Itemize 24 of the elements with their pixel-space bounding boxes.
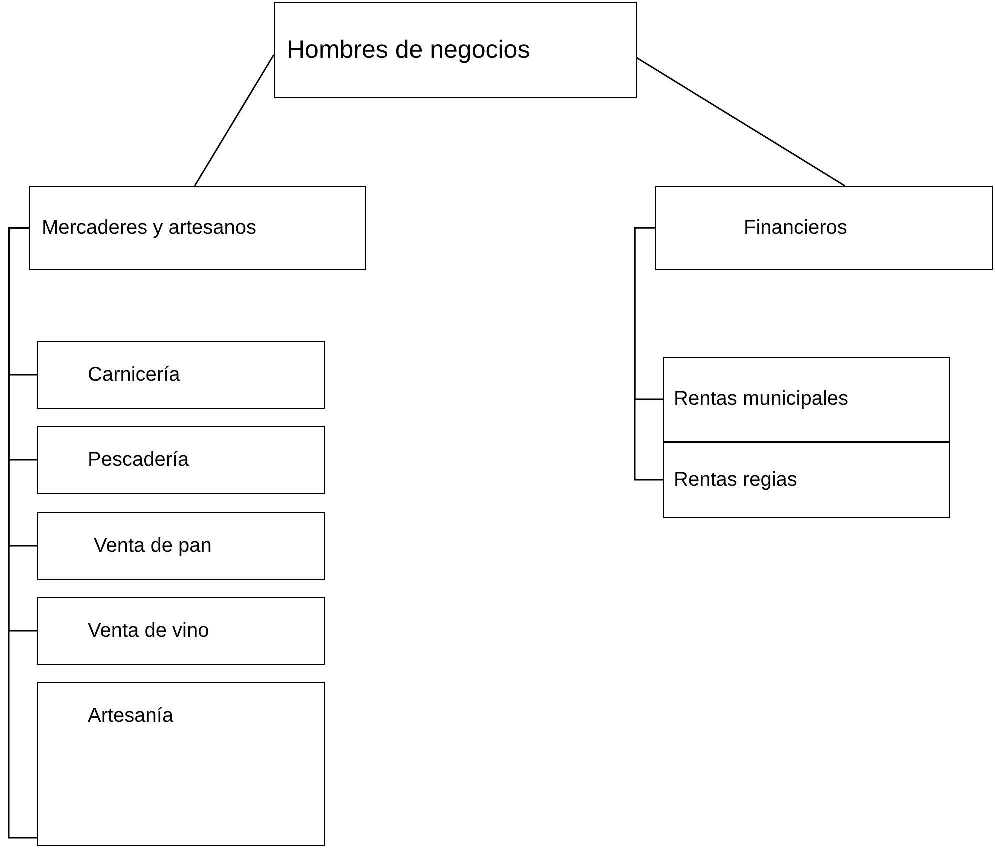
connector-line	[194, 54, 275, 186]
connector-line	[8, 227, 37, 839]
box-label: Carnicería	[88, 364, 180, 386]
box-label: Rentas regias	[674, 468, 798, 492]
category-box	[37, 597, 325, 665]
box-label: Mercaderes y artesanos	[42, 216, 257, 240]
category-box	[37, 426, 325, 494]
box-label: Venta de pan	[94, 534, 212, 558]
box-label: Artesanía	[88, 705, 174, 728]
connector-line	[636, 57, 846, 187]
category-box	[37, 682, 325, 846]
box-label: Rentas municipales	[674, 388, 849, 411]
box-label: Venta de vino	[88, 620, 210, 642]
category-box	[663, 442, 950, 518]
category-box	[663, 357, 950, 442]
category-box	[655, 186, 993, 270]
category-box	[37, 512, 325, 580]
connector-line	[634, 227, 663, 481]
box-label: Financieros	[744, 216, 848, 240]
box-label: Hombres de negocios	[287, 36, 530, 64]
category-box	[37, 341, 325, 409]
box-label: Pescadería	[88, 448, 190, 472]
category-box	[29, 186, 366, 270]
category-box	[274, 2, 637, 98]
